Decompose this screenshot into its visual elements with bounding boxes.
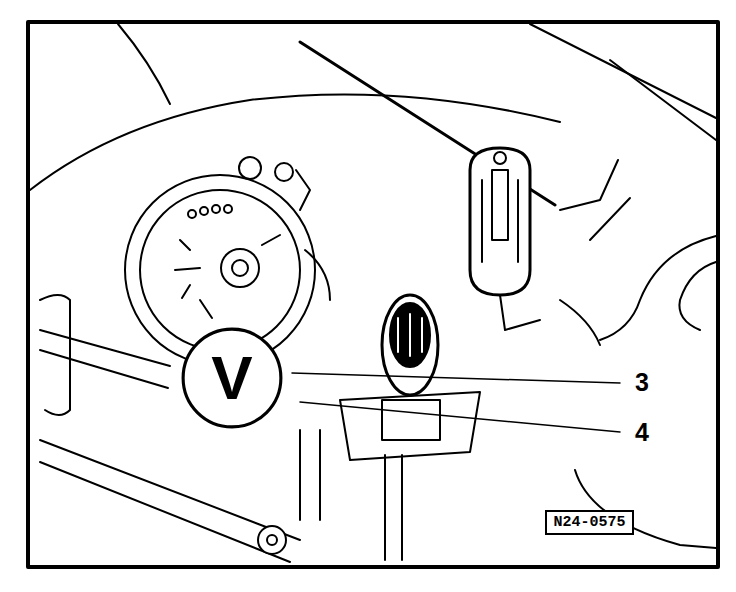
clip [590, 198, 630, 240]
slot [175, 235, 280, 318]
sensor-hub [221, 249, 259, 287]
wire [500, 295, 540, 330]
arm [40, 330, 170, 388]
bolt [258, 526, 286, 554]
sensor-hub [232, 260, 248, 276]
clip [560, 160, 618, 210]
connector-detail [494, 152, 506, 164]
leader-line [300, 402, 620, 432]
bracket-plate [340, 392, 480, 460]
housing-edge [575, 470, 716, 548]
callout-number: 3 [632, 369, 652, 396]
connector [390, 303, 430, 367]
arm [300, 430, 320, 520]
arm [40, 440, 300, 562]
hose [600, 236, 716, 340]
callout-number: 4 [632, 419, 652, 446]
connector-detail [482, 170, 518, 262]
clip [296, 170, 310, 210]
knob [275, 163, 293, 181]
hose [679, 262, 716, 330]
arm [40, 295, 70, 415]
knob [239, 157, 261, 179]
circle-outline [183, 329, 281, 427]
reference-box: N24-0575 [545, 510, 634, 535]
hole [212, 205, 220, 213]
bracket [305, 250, 330, 300]
callout-letter: V [211, 347, 252, 409]
hole [188, 210, 196, 218]
connector-base [382, 400, 440, 440]
frame [28, 22, 718, 567]
reference-code: N24-0575 [553, 515, 625, 530]
leader-line [292, 373, 620, 383]
housing-edge [118, 24, 170, 104]
connector [470, 148, 530, 295]
housing-edge [610, 60, 716, 140]
hole [224, 205, 232, 213]
hose [560, 300, 600, 345]
bolt [267, 535, 277, 545]
rod [385, 455, 402, 560]
sensor-body [140, 190, 300, 350]
hole [200, 207, 208, 215]
connector [382, 295, 438, 395]
callout-circle: V [180, 326, 284, 430]
connector-detail [398, 314, 422, 356]
